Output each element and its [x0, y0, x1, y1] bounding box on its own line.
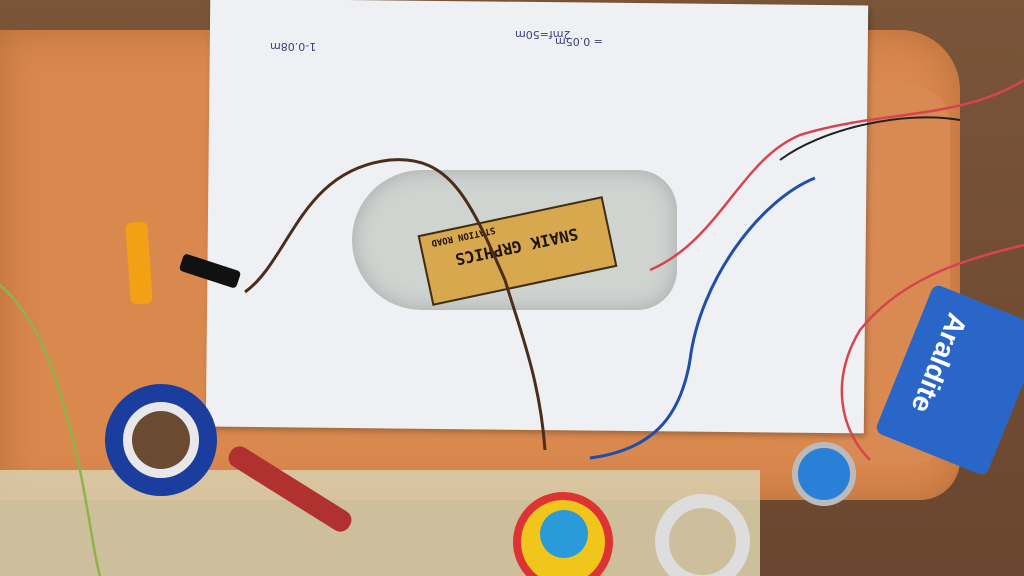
red-wire-right — [840, 243, 1024, 461]
tape-roll-core — [132, 411, 190, 469]
solder-spool — [792, 442, 856, 506]
brown-wire — [244, 158, 547, 451]
tape-roll-center — [540, 510, 588, 558]
cloth-towel — [0, 470, 760, 576]
green-wire — [0, 284, 102, 576]
red-wire — [649, 78, 1024, 272]
black-wire — [779, 116, 961, 161]
blue-wire — [589, 176, 816, 460]
